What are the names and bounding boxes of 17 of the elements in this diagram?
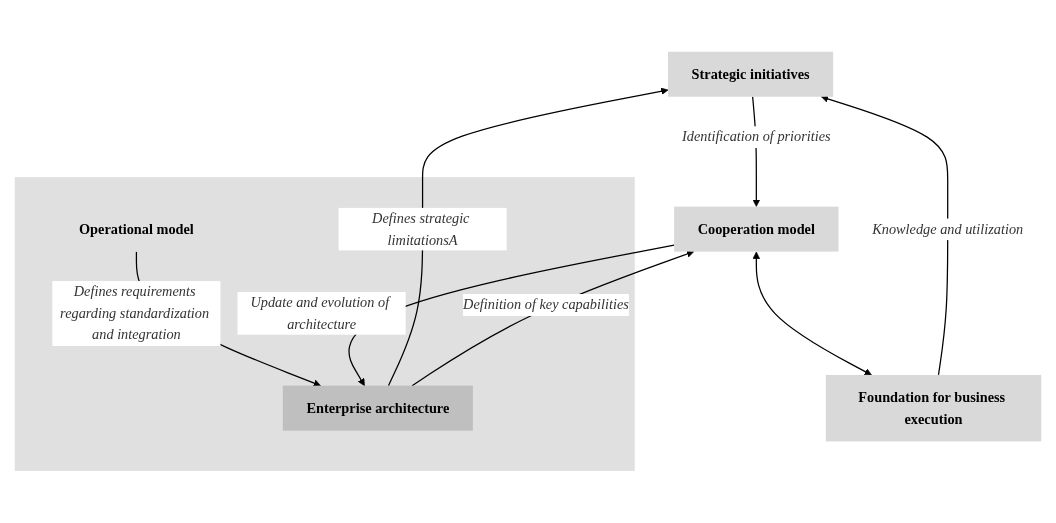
arrow xyxy=(387,87,669,387)
edge-label: Defines strategic limitationsA xyxy=(372,210,470,248)
edge-label: Identification of priorities xyxy=(682,128,831,145)
node-box: Foundation for business execution xyxy=(825,375,1042,442)
node-text: Operational model xyxy=(78,221,194,238)
arrow xyxy=(752,251,872,376)
arrow xyxy=(411,250,695,387)
edge-label: Defines requirements regarding standardization and integration xyxy=(60,283,210,343)
cluster xyxy=(14,177,635,472)
node-box: Enterprise architecture xyxy=(282,385,473,431)
arrow xyxy=(821,95,949,376)
edge-label: Update and evolution of architecture xyxy=(250,294,390,332)
edge-label: Knowledge and utilization xyxy=(872,221,1024,238)
node-box: Cooperation model xyxy=(674,206,839,252)
edge-label: Definition of key capabilities xyxy=(463,296,629,313)
arrow xyxy=(348,244,675,387)
node-box: Strategic initiatives xyxy=(668,51,834,97)
